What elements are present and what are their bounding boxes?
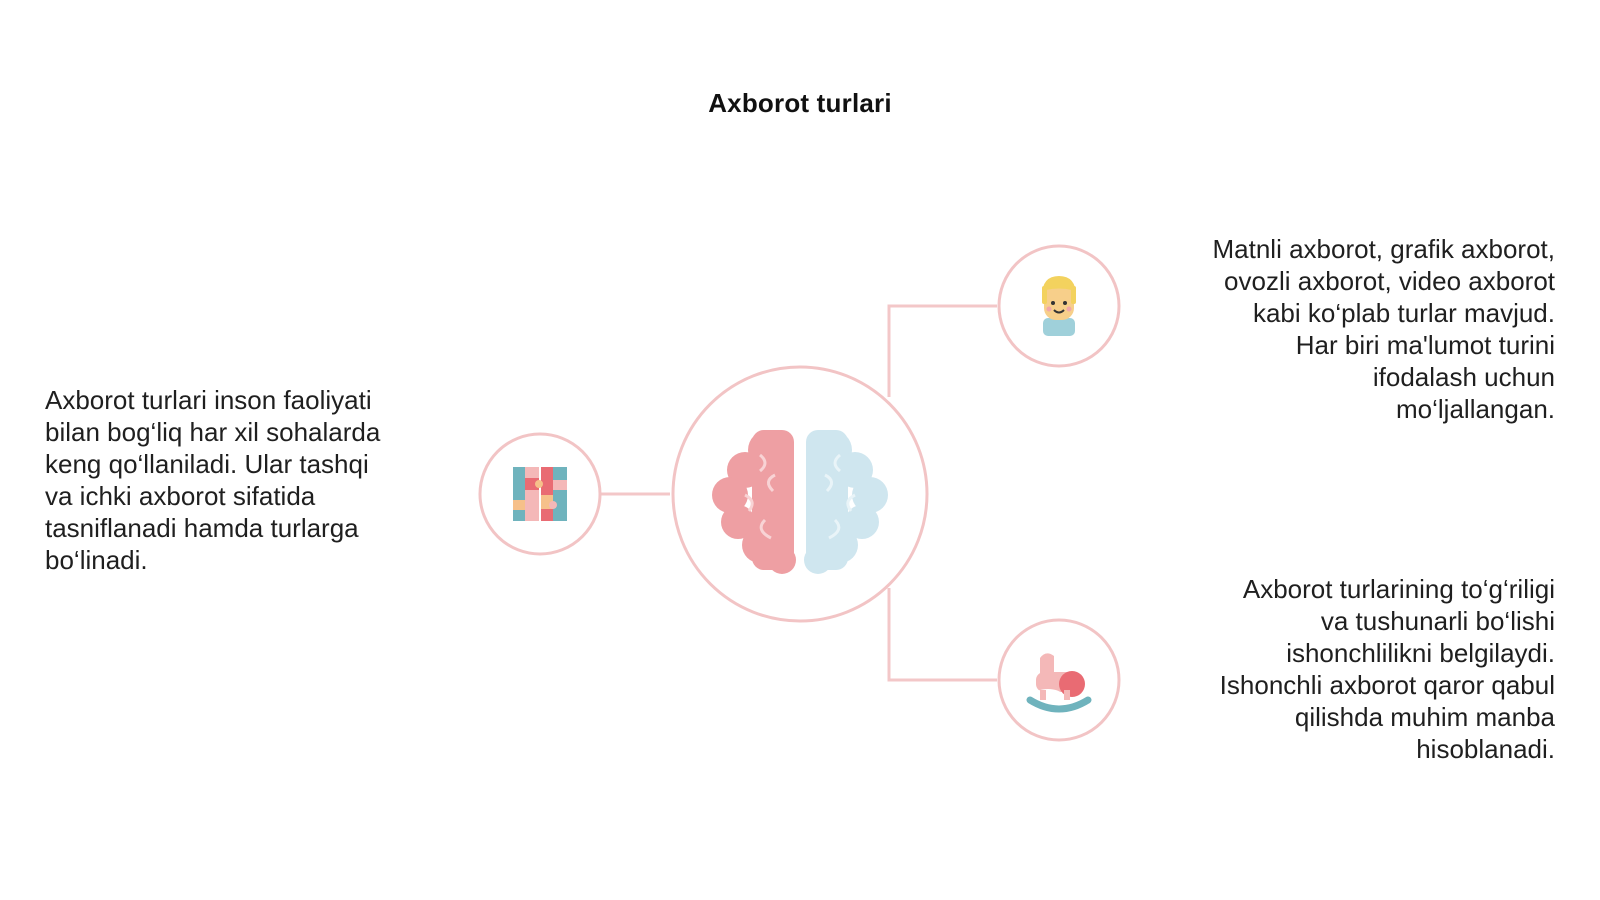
connector-bottom-right xyxy=(887,588,997,682)
page-title: Axborot turlari xyxy=(708,88,892,118)
bottom-right-description: Axborot turlarining to‘g‘riligi va tushu… xyxy=(1125,573,1555,765)
left-description-line: bo‘linadi. xyxy=(45,545,148,575)
left-description-line: va ichki axborot sifatida xyxy=(45,481,316,511)
child-face-icon xyxy=(1042,276,1076,336)
left-description-line: tasniflanadi hamda turlarga xyxy=(45,513,359,543)
bottom-right-description-line: Axborot turlarining to‘g‘riligi xyxy=(1242,574,1555,604)
connector-lines xyxy=(600,304,997,682)
left-description-line: keng qo‘llaniladi. Ular tashqi xyxy=(45,449,369,479)
connector-top-right xyxy=(887,304,997,397)
left-description-line: Axborot turlari inson faoliyati xyxy=(45,385,372,415)
rocking-horse-icon xyxy=(1026,653,1092,713)
bottom-right-description-line: qilishda muhim manba xyxy=(1294,702,1555,732)
top-right-description-line: ovozli axborot, video axborot xyxy=(1224,266,1555,296)
left-node-circle xyxy=(478,432,602,556)
left-description: Axborot turlari inson faoliyati bilan bo… xyxy=(45,384,445,576)
puzzle-pattern-icon xyxy=(513,467,567,521)
bottom-right-description-line: Ishonchli axborot qaror qabul xyxy=(1219,670,1555,700)
brain-icon xyxy=(712,428,888,574)
left-description-line: bilan bog‘liq har xil sohalarda xyxy=(45,417,381,447)
top-right-description-line: ifodalash uchun xyxy=(1372,362,1555,392)
top-right-description-line: Matnli axborot, grafik axborot, xyxy=(1212,234,1556,264)
top-right-description-line: mo‘ljallangan. xyxy=(1396,394,1555,424)
bottom-right-description-line: hisoblanadi. xyxy=(1416,734,1555,764)
bottom-right-description-line: ishonchlilikni belgilaydi. xyxy=(1286,638,1555,668)
top-right-description: Matnli axborot, grafik axborot, ovozli a… xyxy=(1125,233,1556,425)
top-right-description-line: Har biri ma'lumot turini xyxy=(1295,330,1555,360)
top-right-description-line: kabi ko‘plab turlar mavjud. xyxy=(1252,298,1555,328)
bottom-right-description-line: va tushunarli bo‘lishi xyxy=(1320,606,1555,636)
